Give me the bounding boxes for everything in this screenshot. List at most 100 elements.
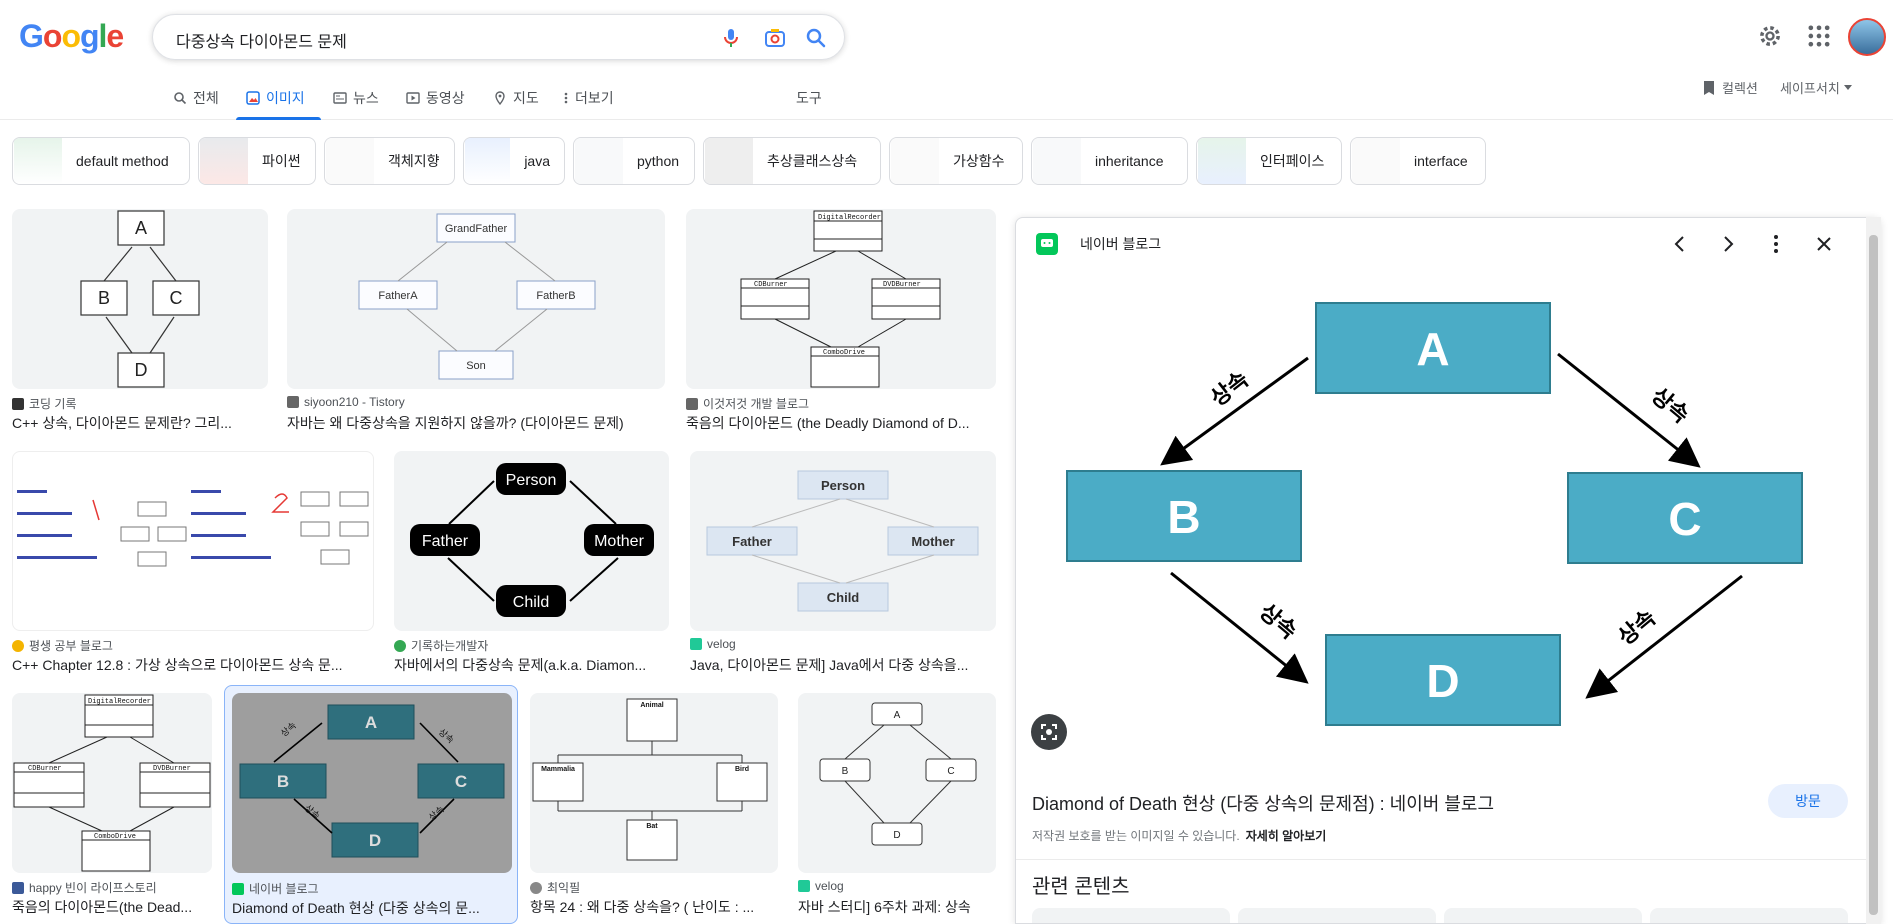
chip[interactable]: 추상클래스상속	[703, 137, 881, 185]
preview-image[interactable]: A B C D 상속 상속 상속 상속	[1040, 270, 1858, 760]
node-label: Person	[506, 472, 557, 489]
image-result[interactable]: Person Father Mother Child velog Java, 다…	[690, 451, 996, 675]
result-source[interactable]: 네이버 블로그	[232, 880, 319, 897]
result-title[interactable]: C++ Chapter 12.8 : 가상 상속으로 다이아몬드 상속 문...	[12, 657, 343, 673]
related-thumbnail[interactable]	[1444, 908, 1642, 923]
result-source[interactable]: happy 빈이 라이프스토리	[12, 879, 157, 896]
chip[interactable]: default method	[12, 137, 190, 185]
search-box[interactable]: 다중상속 다이아몬드 문제	[152, 14, 845, 60]
result-title[interactable]: C++ 상속, 다이아몬드 문제란? 그리...	[12, 415, 232, 431]
chip[interactable]: java	[463, 137, 565, 185]
safesearch-label: 세이프서치	[1780, 81, 1840, 96]
tab-more[interactable]: 더보기	[563, 88, 614, 108]
result-thumbnail[interactable]: DigitalRecorder CDBurner DVDBurner Combo…	[686, 209, 996, 389]
result-thumbnail[interactable]: Person Father Mother Child	[690, 451, 996, 631]
panel-source-name[interactable]: 네이버 블로그	[1080, 236, 1162, 252]
safesearch-button[interactable]: 세이프서치	[1780, 78, 1852, 97]
result-thumbnail[interactable]: A B C D	[12, 209, 268, 389]
chip[interactable]: interface	[1350, 137, 1486, 185]
google-logo[interactable]: Google	[19, 18, 124, 55]
image-result[interactable]: Animal Mammalia Bird Bat 최익필 항목 24 : 왜 다…	[530, 693, 778, 917]
tab-maps[interactable]: 지도	[493, 88, 539, 108]
collections-button[interactable]: 컬렉션	[1702, 78, 1758, 97]
site-favicon	[798, 880, 810, 892]
tools-button[interactable]: 도구	[796, 88, 822, 108]
result-source[interactable]: velog	[798, 879, 844, 893]
result-title[interactable]: 자바에서의 다중상속 문제(a.k.a. Diamon...	[394, 657, 647, 673]
tab-all[interactable]: 전체	[173, 88, 219, 108]
image-result[interactable]: GrandFather FatherA FatherB Son siyoon21…	[287, 209, 665, 433]
result-thumbnail[interactable]: A B C D 상속 상속 상속 상속	[232, 693, 512, 873]
microphone-icon[interactable]	[719, 26, 743, 50]
related-thumbnail[interactable]	[1238, 908, 1436, 923]
search-icon[interactable]	[804, 26, 828, 50]
image-result-selected[interactable]: A B C D 상속 상속 상속 상속 네이버 블로그 Diamond of D…	[224, 685, 518, 924]
source-name: 이것저것 개발 블로그	[703, 397, 810, 411]
chip[interactable]: python	[573, 137, 695, 185]
learn-more-link[interactable]: 자세히 알아보기	[1245, 829, 1327, 843]
result-source[interactable]: 기록하는개발자	[394, 637, 488, 654]
image-result[interactable]: A B C D velog 자바 스터디] 6주차 과제: 상속	[798, 693, 996, 917]
tab-label: 이미지	[266, 90, 305, 106]
tab-news[interactable]: 뉴스	[333, 88, 379, 108]
image-result[interactable]: DigitalRecorder CDBurner DVDBurner Combo…	[12, 693, 212, 917]
divider	[1016, 859, 1880, 860]
avatar[interactable]	[1848, 18, 1886, 56]
result-title[interactable]: 죽음의 다이아몬드 (the Deadly Diamond of D...	[686, 415, 970, 431]
chip-label: inheritance	[1095, 153, 1164, 169]
chip[interactable]: inheritance	[1031, 137, 1188, 185]
logo-letter: g	[79, 18, 100, 54]
chip-thumbnail	[891, 138, 939, 184]
result-thumbnail[interactable]	[12, 451, 374, 631]
result-thumbnail[interactable]: A B C D	[798, 693, 996, 873]
related-thumbnail[interactable]	[1032, 908, 1230, 923]
result-title[interactable]: 항목 24 : 왜 다중 상속을? ( 난이도 : ...	[530, 899, 755, 915]
more-vert-icon[interactable]	[1764, 232, 1788, 256]
result-source[interactable]: siyoon210 - Tistory	[287, 395, 405, 409]
result-thumbnail[interactable]: Person Father Mother Child	[394, 451, 669, 631]
apps-grid-icon[interactable]	[1805, 22, 1833, 50]
result-title[interactable]: 자바 스터디] 6주차 과제: 상속	[798, 899, 971, 915]
chip[interactable]: 파이썬	[198, 137, 316, 185]
google-lens-button[interactable]	[1031, 714, 1067, 750]
result-source[interactable]: 평생 공부 블로그	[12, 637, 113, 654]
related-thumbnail[interactable]	[1650, 908, 1848, 923]
panel-scrollbar[interactable]	[1866, 217, 1881, 924]
result-source[interactable]: 이것저것 개발 블로그	[686, 395, 809, 412]
result-thumbnail[interactable]: DigitalRecorder CDBurner DVDBurner Combo…	[12, 693, 212, 873]
gear-icon[interactable]	[1756, 22, 1784, 50]
search-input[interactable]: 다중상속 다이아몬드 문제	[176, 34, 347, 51]
node-label: FatherB	[536, 290, 575, 302]
scrollbar-thumb[interactable]	[1869, 235, 1878, 915]
chevron-right-icon[interactable]	[1716, 232, 1740, 256]
result-thumbnail[interactable]: GrandFather FatherA FatherB Son	[287, 209, 665, 389]
result-source[interactable]: velog	[690, 637, 736, 651]
site-favicon	[12, 639, 24, 652]
result-title[interactable]: 자바는 왜 다중상속을 지원하지 않을까? (다이아몬드 문제)	[287, 415, 624, 431]
chip-label: default method	[76, 153, 169, 169]
image-result[interactable]: A B C D 코딩 기록 C++ 상속, 다이아몬드 문제란? 그리...	[12, 209, 268, 433]
tab-videos[interactable]: 동영상	[406, 88, 465, 108]
image-result[interactable]: 평생 공부 블로그 C++ Chapter 12.8 : 가상 상속으로 다이아…	[12, 451, 374, 675]
panel-title[interactable]: Diamond of Death 현상 (다중 상속의 문제점) : 네이버 블…	[1032, 794, 1495, 814]
tab-images[interactable]: 이미지	[246, 88, 305, 108]
result-title[interactable]: Diamond of Death 현상 (다중 상속의 문...	[232, 900, 480, 916]
visit-button[interactable]: 방문	[1768, 784, 1848, 818]
image-result[interactable]: DigitalRecorder CDBurner DVDBurner Combo…	[686, 209, 996, 433]
diamond-of-death-image: A B C D 상속 상속 상속 상속	[239, 704, 505, 858]
result-source[interactable]: 코딩 기록	[12, 395, 77, 412]
result-title[interactable]: Java, 다이아몬드 문제] Java에서 다중 상속을...	[690, 657, 969, 673]
chevron-left-icon[interactable]	[1668, 232, 1692, 256]
camera-lens-icon[interactable]	[763, 26, 787, 50]
result-thumbnail[interactable]: Animal Mammalia Bird Bat	[530, 693, 778, 873]
result-source[interactable]: 최익필	[530, 879, 580, 896]
result-title[interactable]: 죽음의 다이아몬드(the Dead...	[12, 899, 193, 915]
image-result[interactable]: Person Father Mother Child 기록하는개발자 자바에서의…	[394, 451, 669, 675]
chip[interactable]: 객체지향	[324, 137, 455, 185]
chip[interactable]: 인터페이스	[1196, 137, 1342, 185]
close-icon[interactable]	[1812, 232, 1836, 256]
panel-header: 네이버 블로그	[1016, 218, 1880, 270]
chip[interactable]: 가상함수	[889, 137, 1023, 185]
site-favicon	[394, 639, 406, 652]
node-label: D	[1426, 655, 1459, 707]
